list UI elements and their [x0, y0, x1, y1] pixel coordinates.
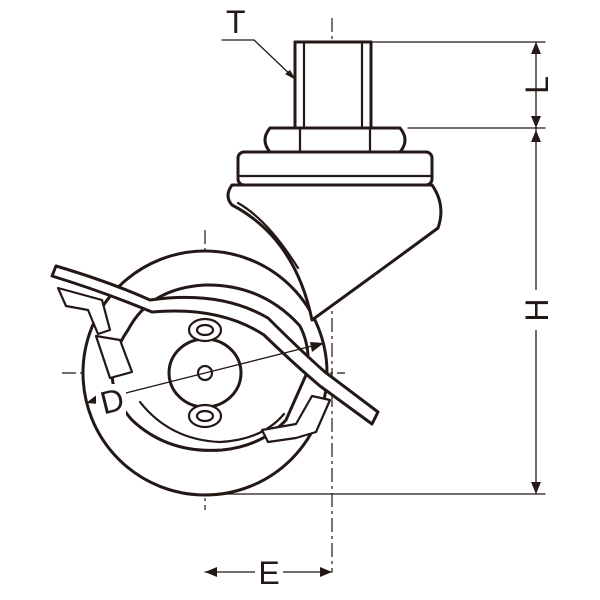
- l-arrow-top: [531, 42, 541, 54]
- brake-shoe-right: [260, 394, 332, 444]
- e-arrow-right: [320, 567, 332, 577]
- lower-bolt-hole: [195, 409, 215, 423]
- top-plate: [236, 150, 434, 187]
- label-thread-length: L: [519, 76, 555, 94]
- brake-lever: [50, 264, 380, 426]
- e-label-gap: [255, 555, 283, 589]
- brake-shoe-left: [94, 334, 134, 380]
- l-arrow-bottom: [531, 116, 541, 128]
- label-thread: T: [226, 4, 246, 40]
- hex-nut: [263, 126, 407, 154]
- t-leader-arrow: [285, 70, 296, 80]
- brake-pedal-front: [56, 286, 112, 336]
- bracket-inner-edge: [236, 201, 300, 270]
- h-label-gap: [524, 290, 548, 330]
- threaded-stem: [293, 40, 373, 130]
- swivel-bracket: [226, 183, 443, 322]
- upper-bolt-hole: [195, 323, 215, 337]
- d-arrow-right: [310, 342, 324, 352]
- d-label-gap: [96, 384, 126, 418]
- label-offset: E: [258, 555, 279, 591]
- h-arrow-top: [531, 130, 541, 142]
- h-arrow-bottom: [531, 482, 541, 494]
- e-arrow-left: [205, 567, 217, 577]
- label-height: H: [519, 298, 555, 321]
